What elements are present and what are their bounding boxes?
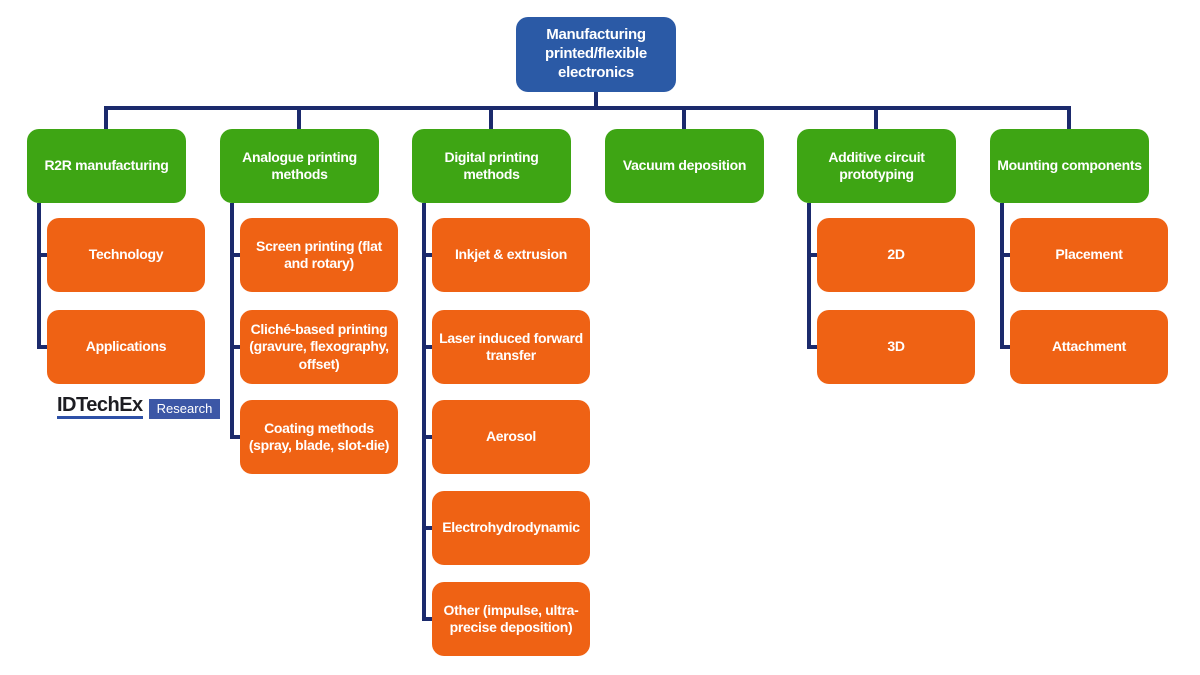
node-laser-induced-forward-transfer: Laser induced forward transfer — [432, 310, 590, 384]
branch-line — [1000, 345, 1010, 349]
node-electrohydrodynamic: Electrohydrodynamic — [432, 491, 590, 565]
branch-line — [37, 345, 47, 349]
node-cliche-based-printing: Cliché-based printing (gravure, flexogra… — [240, 310, 398, 384]
trunk-line-col1 — [37, 203, 41, 349]
branch-line — [422, 617, 432, 621]
branch-line — [1000, 253, 1010, 257]
drop-line-3 — [489, 110, 493, 129]
node-coating-methods: Coating methods (spray, blade, slot-die) — [240, 400, 398, 474]
drop-line-4 — [682, 110, 686, 129]
branch-line — [230, 253, 240, 257]
trunk-line-col3 — [422, 203, 426, 621]
node-3d: 3D — [817, 310, 975, 384]
node-placement: Placement — [1010, 218, 1168, 292]
drop-line-1 — [104, 110, 108, 129]
branch-line — [37, 253, 47, 257]
branch-line — [422, 345, 432, 349]
trunk-line-col2 — [230, 203, 234, 439]
idtechex-logo: IDTechEx Research — [57, 395, 221, 419]
branch-line — [230, 345, 240, 349]
branch-line — [422, 435, 432, 439]
node-r2r-manufacturing: R2R manufacturing — [27, 129, 186, 203]
node-technology: Technology — [47, 218, 205, 292]
drop-line-6 — [1067, 110, 1071, 129]
logo-research-badge: Research — [148, 399, 221, 419]
node-2d: 2D — [817, 218, 975, 292]
node-digital-printing-methods: Digital printing methods — [412, 129, 571, 203]
trunk-line-col5 — [807, 203, 811, 349]
branch-line — [807, 345, 817, 349]
top-horizontal-line — [104, 106, 1071, 110]
node-screen-printing: Screen printing (flat and rotary) — [240, 218, 398, 292]
trunk-line-col6 — [1000, 203, 1004, 349]
root-stub-line — [594, 92, 598, 110]
node-other-deposition: Other (impulse, ultra-precise deposition… — [432, 582, 590, 656]
drop-line-2 — [297, 110, 301, 129]
node-attachment: Attachment — [1010, 310, 1168, 384]
drop-line-5 — [874, 110, 878, 129]
branch-line — [230, 435, 240, 439]
node-vacuum-deposition: Vacuum deposition — [605, 129, 764, 203]
branch-line — [807, 253, 817, 257]
branch-line — [422, 526, 432, 530]
branch-line — [422, 253, 432, 257]
node-manufacturing-root: Manufacturing printed/flexible electroni… — [516, 17, 676, 92]
node-inkjet-extrusion: Inkjet & extrusion — [432, 218, 590, 292]
node-analogue-printing-methods: Analogue printing methods — [220, 129, 379, 203]
node-additive-circuit-prototyping: Additive circuit prototyping — [797, 129, 956, 203]
logo-brand-text: IDTechEx — [57, 395, 143, 419]
node-applications: Applications — [47, 310, 205, 384]
node-aerosol: Aerosol — [432, 400, 590, 474]
node-mounting-components: Mounting components — [990, 129, 1149, 203]
